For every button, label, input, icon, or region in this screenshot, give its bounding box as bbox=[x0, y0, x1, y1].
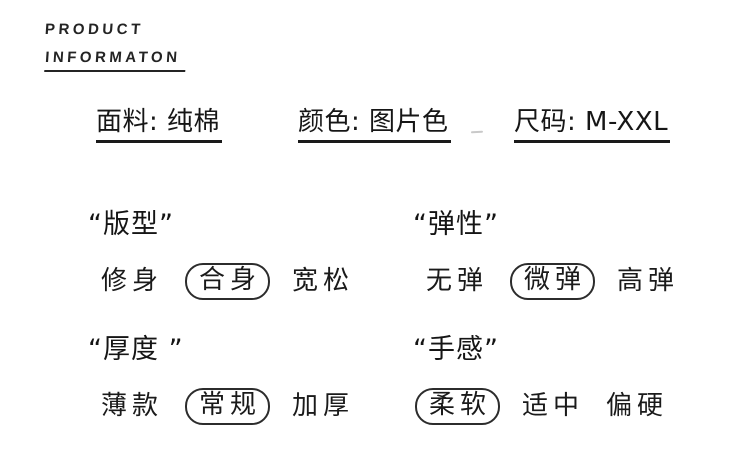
option-loose-fit: 宽松 bbox=[292, 265, 355, 296]
option-row-feel: 柔软 适中 偏硬 bbox=[415, 388, 668, 425]
option-thin: 薄款 bbox=[101, 390, 164, 421]
brand-title-line2-underlined: INFORMATON bbox=[44, 49, 188, 72]
section-title-feel: “手感” bbox=[413, 334, 499, 365]
faint-stray-mark bbox=[470, 130, 484, 134]
option-soft-selected-pill: 柔软 bbox=[415, 388, 501, 425]
option-firm: 偏硬 bbox=[606, 390, 669, 421]
option-thick: 加厚 bbox=[292, 390, 355, 421]
option-no-stretch: 无弹 bbox=[426, 265, 489, 296]
spec-fabric: 面料: 纯棉 bbox=[96, 108, 223, 143]
option-row-thickness: 薄款 常规 加厚 bbox=[101, 388, 354, 425]
spec-size: 尺码: M-XXL bbox=[514, 108, 671, 143]
option-high-stretch: 高弹 bbox=[617, 265, 680, 296]
brand-title-line1: PRODUCT bbox=[44, 21, 145, 38]
section-title-fit: “版型” bbox=[88, 209, 174, 240]
option-slight-stretch-selected-pill: 微弹 bbox=[510, 263, 596, 300]
section-title-thickness: “厚度 ” bbox=[88, 334, 184, 365]
option-medium-feel: 适中 bbox=[522, 390, 585, 421]
option-regular-fit-selected-pill: 合身 bbox=[185, 263, 271, 300]
option-slim-fit: 修身 bbox=[101, 265, 164, 296]
spec-color: 颜色: 图片色 bbox=[298, 108, 451, 143]
option-row-fit: 修身 合身 宽松 bbox=[101, 263, 354, 300]
option-regular-thickness-selected-pill: 常规 bbox=[185, 388, 271, 425]
section-title-elasticity: “弹性” bbox=[413, 209, 499, 240]
option-row-elasticity: 无弹 微弹 高弹 bbox=[426, 263, 679, 300]
